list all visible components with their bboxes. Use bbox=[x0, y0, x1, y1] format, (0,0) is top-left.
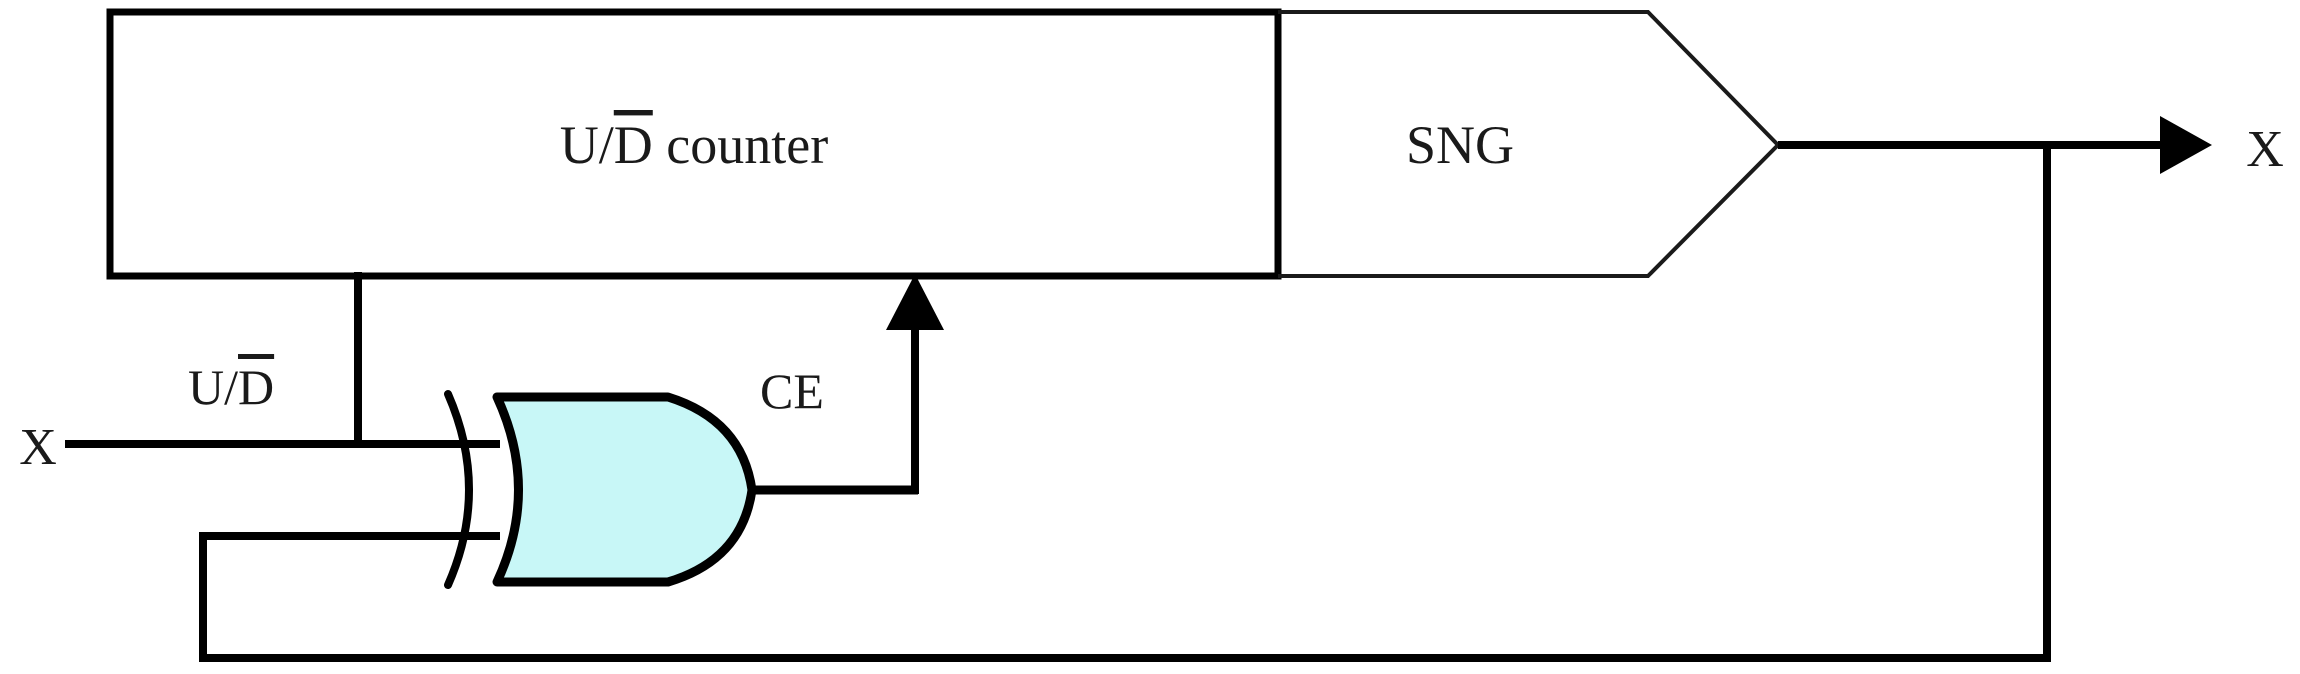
sng-block-label: SNG bbox=[1406, 115, 1514, 175]
ud-prefix: U/ bbox=[188, 359, 238, 415]
ce-signal-label: CE bbox=[760, 363, 824, 419]
up-down-signal-label: U/D bbox=[188, 359, 274, 415]
sng-block[interactable] bbox=[1278, 10, 1781, 278]
counter-block-outline bbox=[106, 8, 1282, 280]
input-port-label-x: X bbox=[19, 419, 57, 476]
sng-block-outline bbox=[1278, 10, 1781, 278]
xor-gate-body bbox=[492, 392, 757, 587]
counter-label-suffix: counter bbox=[653, 115, 828, 175]
counter-label-overline: D bbox=[614, 115, 653, 175]
xor-gate[interactable] bbox=[444, 390, 757, 589]
output-port-label-x: X bbox=[2246, 121, 2284, 178]
counter-block-label: U/D counter bbox=[560, 115, 828, 175]
ce-arrowhead-icon bbox=[886, 274, 944, 330]
xor-gate-extra-arc bbox=[444, 390, 473, 589]
counter-label-prefix: U/ bbox=[560, 115, 614, 175]
ud-overline: D bbox=[238, 359, 274, 415]
counter-block[interactable] bbox=[106, 8, 1282, 280]
output-arrowhead-icon bbox=[2160, 116, 2212, 174]
